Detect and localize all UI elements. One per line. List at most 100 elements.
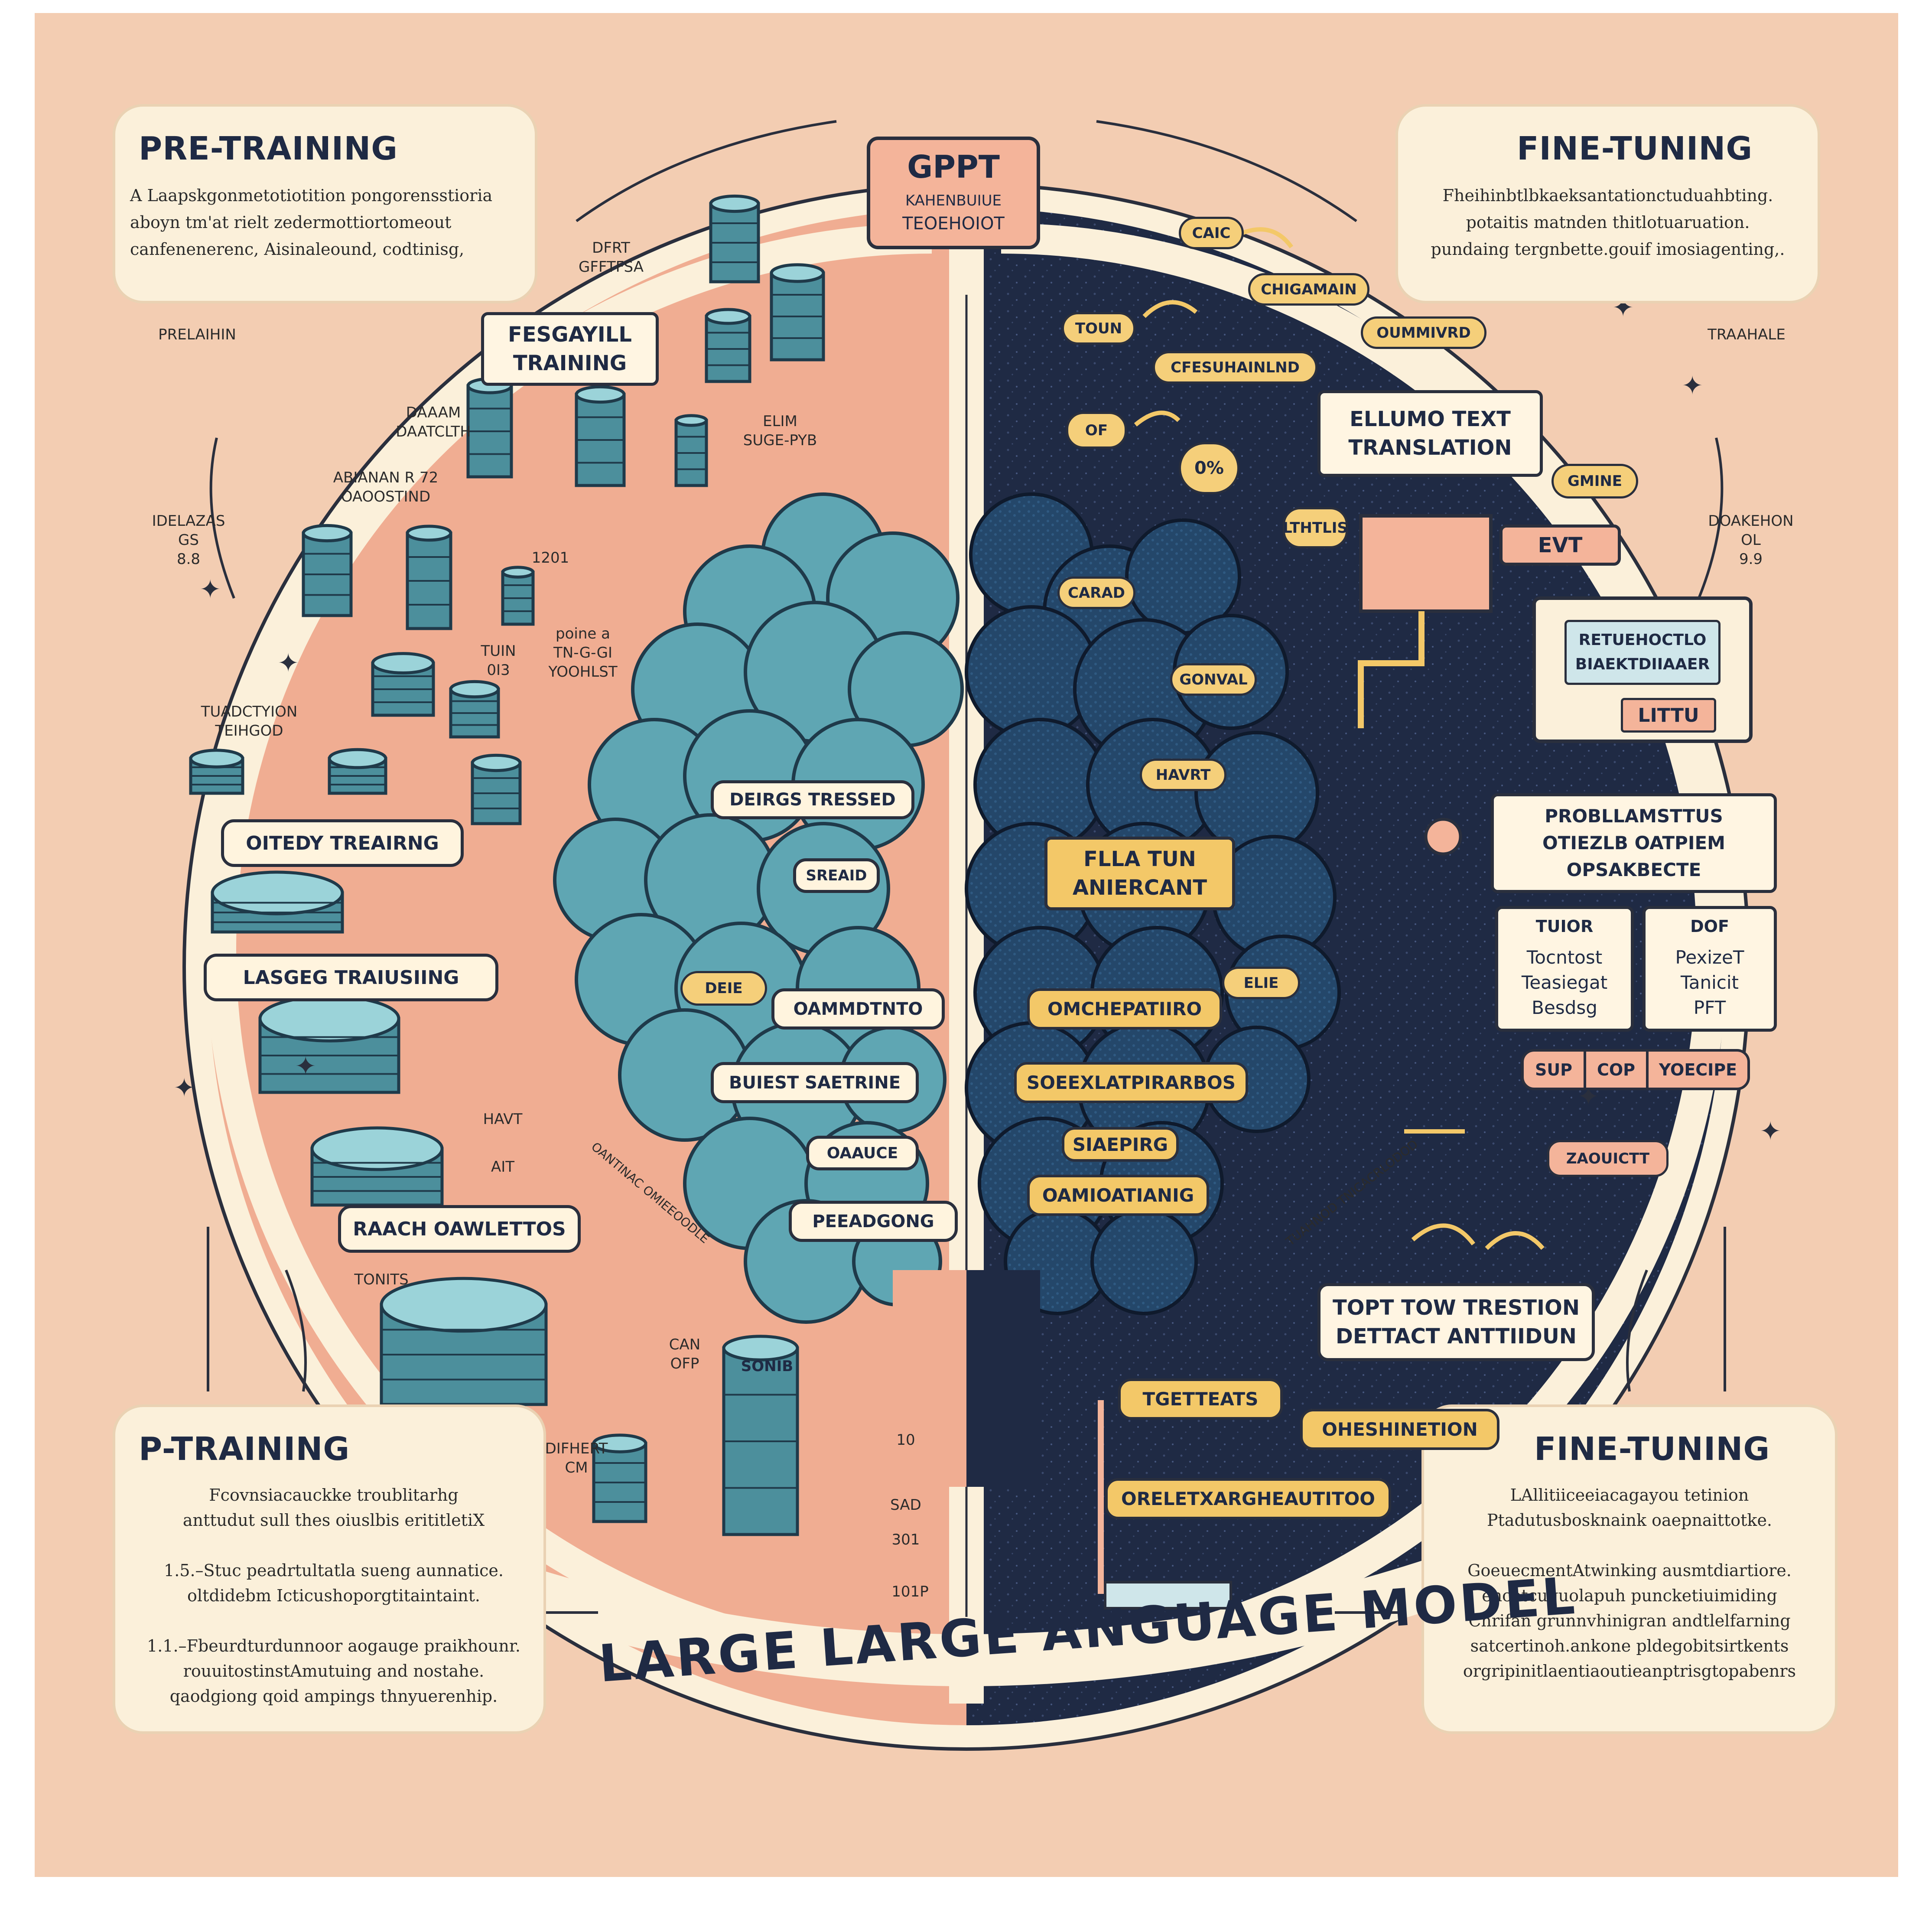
database-cylinder-top	[770, 263, 825, 283]
database-cylinder-top	[211, 870, 344, 916]
segment-sup: SUP	[1521, 1049, 1586, 1090]
right-brain-lobe	[1194, 731, 1319, 856]
sparkle-icon: ✦	[1760, 1116, 1781, 1147]
label-difhert: DIFHERT CM	[545, 1440, 608, 1476]
arrow-top-right	[1096, 120, 1357, 222]
segment-cop: COP	[1584, 1049, 1649, 1090]
label-poine: poine a TN-G-GI YOOHLST	[548, 625, 618, 681]
brain-left-pill-6: OAAUCE	[806, 1136, 919, 1170]
gold-arrow-5	[1485, 1231, 1545, 1250]
brain-right-box: FLLA TUN ANIERCANT	[1044, 837, 1235, 910]
side-label-left-low: TUADCTYION TEIHGOD	[201, 703, 298, 740]
gpt-box-line2: TEOEHOIOT	[902, 214, 1005, 234]
label-daaam: DAAAM DAATCLTH	[396, 404, 471, 440]
database-cylinder-top	[501, 566, 535, 579]
database-cylinder-top	[674, 414, 708, 427]
right-pill-gmine: GMINE	[1551, 464, 1638, 498]
right-pill-of: OF	[1066, 412, 1127, 449]
label-sonib: SONIB	[741, 1358, 794, 1375]
panel-bottom-left-title: P-TRAINING	[139, 1430, 350, 1468]
label-havt: HAVT	[483, 1111, 523, 1128]
label-abianan: ABIANAN R 72 OAOOSTIND	[333, 469, 439, 505]
right-brain-lobe	[1090, 1208, 1198, 1315]
label-301: 301	[891, 1531, 920, 1548]
panel-top-right-text: Fheihinbtlbkaeksantationctuduahbting. po…	[1431, 186, 1785, 259]
database-cylinder-top	[406, 525, 452, 542]
sparkle-icon: ✦	[295, 1051, 316, 1082]
gpt-box-title: GPPT	[907, 149, 1000, 185]
right-pill-lthtlis: LTHTLIS	[1283, 507, 1348, 548]
label-101p: 101P	[891, 1583, 929, 1600]
panel-top-left	[113, 104, 537, 303]
box-pretraining-1: FESGAYILL TRAINING	[481, 312, 659, 386]
device-body	[1359, 514, 1493, 613]
label-tonits: TONITS	[354, 1271, 409, 1288]
brain-right-pill-8: OAMIOATIANIG	[1027, 1175, 1209, 1216]
side-label-right-mid: DOAKEHON OL 9.9	[1708, 512, 1794, 568]
card-dof-lines: PexizeT Tanicit PFT	[1675, 947, 1744, 1018]
side-label-left-mid: IDELAZAS GS 8.8	[152, 512, 225, 568]
brain-right-pill-1: CARAD	[1057, 577, 1135, 609]
database-cylinder-top	[328, 748, 387, 769]
label-can: CAN OFP	[669, 1336, 701, 1372]
sparkle-icon: ✦	[277, 648, 299, 678]
bottom-pill-1: TGETTEATS	[1118, 1378, 1283, 1420]
poster: ✦✦✦✦✦✦✦✦ PRE-TRAINING A Laapskgonmetotio…	[35, 13, 1898, 1877]
database-cylinder-top	[310, 1126, 444, 1171]
database-cylinder-top	[471, 753, 522, 772]
sparkle-icon: ✦	[199, 574, 221, 605]
card-tuior-title: TUIOR	[1535, 917, 1594, 936]
database-cylinder-top	[371, 652, 435, 674]
gpt-box: GPPT KAHENBUIUE TEOEHOIOT	[867, 137, 1040, 249]
right-pill-cfesuhainlnd: CFESUHAINLND	[1153, 351, 1317, 384]
card-dof	[1643, 906, 1777, 1032]
right-pill-toun: TOUN	[1062, 312, 1135, 345]
zaoulet-pill: ZAOUICTT	[1547, 1140, 1669, 1177]
right-box-evt: EVT	[1499, 525, 1621, 566]
panel-bottom-right	[1421, 1404, 1838, 1734]
label-dfrt: DFRT GFFTFSA	[578, 239, 644, 276]
panel-top-left-text: A Laapskgonmetotiotition pongorensstiori…	[130, 186, 493, 259]
gold-arrow-4	[1411, 1223, 1475, 1246]
translation-box: ELLUMO TEXT TRANSLATION	[1317, 390, 1543, 477]
brain-right-pill-4: ELIE	[1222, 967, 1300, 999]
label-tuin: TUIN 0I3	[481, 642, 516, 679]
brain-right-pill-7: SIAEPIRG	[1062, 1127, 1179, 1162]
box-pretraining-4: RAACH OAWLETTOS	[338, 1205, 581, 1253]
label-sad: SAD	[890, 1496, 921, 1514]
sparkle-icon: ✦	[173, 1073, 195, 1103]
database-cylinder-top	[705, 308, 751, 325]
arrow-top-left	[576, 120, 837, 222]
brain-right-pill-3: HAVRT	[1140, 759, 1226, 791]
brain-left-pill-2: SREAID	[793, 858, 880, 893]
card-tuior-lines: Tocntost Teasiegat Besdsg	[1521, 947, 1608, 1018]
database-cylinder-top	[709, 194, 760, 213]
brain-left-pill-5: BUIEST SAETRINE	[711, 1062, 919, 1103]
panel-bottom-right-text: LAllitiiceeiacagayou tetinion Ptadutusbo…	[1463, 1486, 1796, 1681]
right-pill-oummivrd: OUMMIVRD	[1361, 316, 1486, 349]
arrow-right-1	[1698, 437, 1724, 599]
gpt-box-line1: KAHENBUIUE	[905, 192, 1002, 209]
brain-right-pill-2: GONVAL	[1170, 663, 1257, 696]
database-cylinder-top	[575, 385, 626, 404]
label-10: 10	[896, 1431, 915, 1449]
bottom-pill-2: OHESHINETION	[1300, 1409, 1499, 1450]
panel-bottom-right-title: FINE-TUNING	[1534, 1430, 1770, 1468]
database-cylinder-top	[380, 1277, 548, 1333]
arrow-right-3	[1626, 1269, 1648, 1392]
right-pill-chigamain: CHIGAMAIN	[1248, 273, 1369, 306]
sparkle-icon: ✦	[1682, 371, 1703, 401]
label-ait: AIT	[491, 1158, 515, 1176]
panel-top-right-title: FINE-TUNING	[1517, 130, 1753, 167]
database-cylinder-top	[722, 1335, 799, 1362]
device-screen-text: RETUEHOCTLO BIAEKTDIIAAER	[1564, 620, 1721, 685]
device-screen-label: LITTU	[1621, 698, 1716, 733]
panel-bottom-left	[113, 1404, 546, 1734]
brain-left-pill-4: OAMMDTNTO	[771, 988, 945, 1030]
panel-top-right	[1395, 104, 1820, 303]
bottom-chip	[1104, 1581, 1232, 1610]
probe-box: PROBLLAMSTTUS OTIEZLB OATPIEM OPSAKBECTE	[1491, 793, 1777, 893]
gold-arrow-3	[1134, 411, 1181, 427]
bottom-pill-3: ORELETXARGHEAUTITOO	[1105, 1478, 1391, 1519]
brain-left-pill-1: DEIRGS TRESSED	[711, 780, 914, 819]
